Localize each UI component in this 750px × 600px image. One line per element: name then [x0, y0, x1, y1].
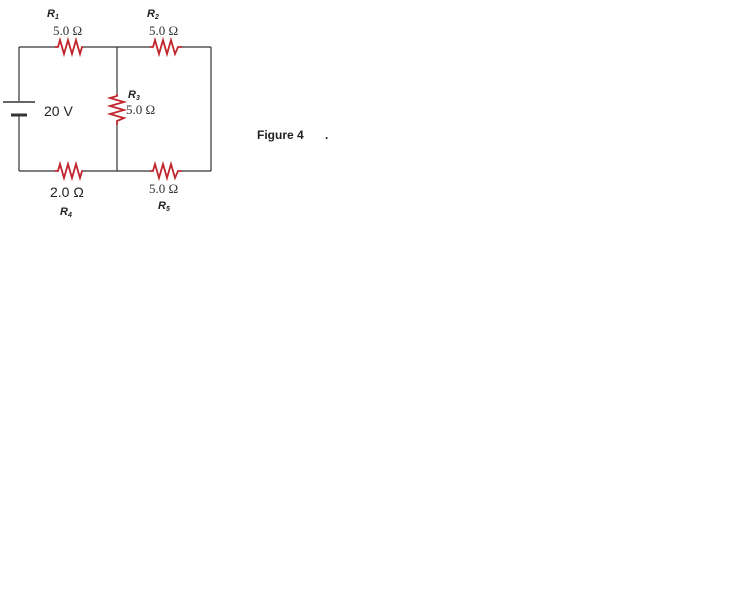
resistor-r5-name: R5 [158, 200, 170, 213]
figure-caption: Figure 4 [257, 128, 304, 142]
resistor-r2-value: 5.0 Ω [149, 23, 178, 38]
caption-mark: . [325, 128, 328, 142]
resistor-r4-name: R4 [60, 206, 72, 219]
resistor-r1-name: R1 [47, 8, 59, 21]
resistor-r2 [150, 36, 182, 58]
battery-symbol [3, 101, 35, 117]
resistor-r4 [55, 160, 83, 182]
resistor-r5-value: 5.0 Ω [149, 181, 178, 196]
resistor-r1 [55, 36, 83, 58]
resistor-r2-name: R2 [147, 8, 159, 21]
resistor-r4-value: 2.0 Ω [50, 184, 84, 200]
battery-label: 20 V [44, 103, 73, 119]
resistor-r5 [150, 160, 182, 182]
resistor-r3 [106, 94, 128, 125]
resistor-r3-name: R3 [128, 89, 140, 102]
resistor-r3-value: 5.0 Ω [126, 102, 155, 117]
resistor-r1-value: 5.0 Ω [53, 23, 82, 38]
circuit-wires [18, 46, 212, 172]
